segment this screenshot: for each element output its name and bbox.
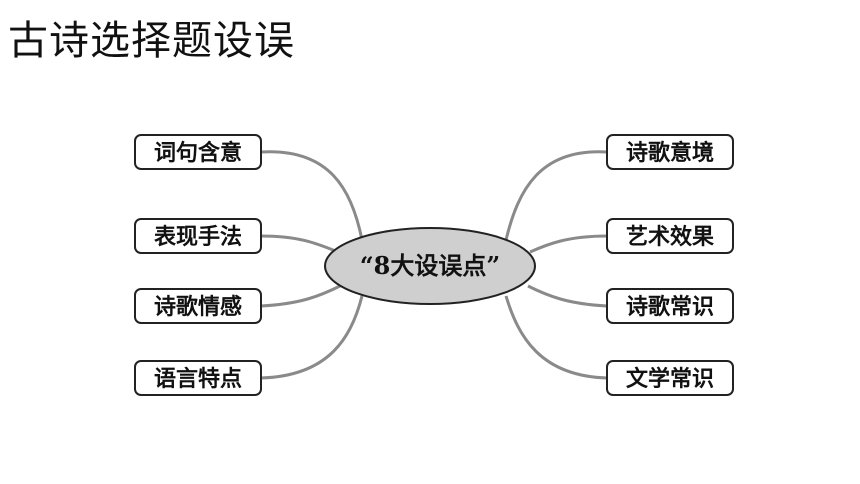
center-label: “8大设误点” xyxy=(360,251,500,280)
connector-left-1 xyxy=(260,234,339,254)
node-label: 文学常识 xyxy=(626,366,714,392)
connector-right-1 xyxy=(529,234,608,254)
left-node-2: 诗歌情感 xyxy=(134,288,262,324)
node-label: 诗歌情感 xyxy=(154,294,242,320)
node-label: 诗歌常识 xyxy=(626,294,714,320)
connector-right-0 xyxy=(504,150,608,241)
left-node-1: 表现手法 xyxy=(134,218,262,254)
center-ellipse xyxy=(324,227,536,305)
connector-right-3 xyxy=(504,295,608,380)
node-box xyxy=(134,360,262,396)
node-box xyxy=(134,134,262,170)
connector-right-2 xyxy=(527,284,608,308)
node-box xyxy=(134,288,262,324)
node-box xyxy=(606,360,734,396)
node-box xyxy=(606,218,734,254)
node-label: 诗歌意境 xyxy=(626,140,714,166)
left-node-0: 词句含意 xyxy=(134,134,262,170)
node-box xyxy=(606,134,734,170)
left-node-3: 语言特点 xyxy=(134,360,262,396)
page-title: 古诗选择题设误 xyxy=(8,18,295,64)
node-label: 词句含意 xyxy=(154,140,242,166)
node-box xyxy=(134,218,262,254)
right-node-0: 诗歌意境 xyxy=(606,134,734,170)
connector-left-2 xyxy=(260,284,341,308)
node-label: 语言特点 xyxy=(154,366,242,392)
node-box xyxy=(606,288,734,324)
right-node-1: 艺术效果 xyxy=(606,218,734,254)
connector-left-0 xyxy=(260,150,364,241)
node-label: 艺术效果 xyxy=(626,224,714,250)
connector-left-3 xyxy=(260,295,364,380)
right-node-3: 文学常识 xyxy=(606,360,734,396)
center-node: “8大设误点” xyxy=(324,227,536,305)
right-node-2: 诗歌常识 xyxy=(606,288,734,324)
node-label: 表现手法 xyxy=(154,224,242,250)
